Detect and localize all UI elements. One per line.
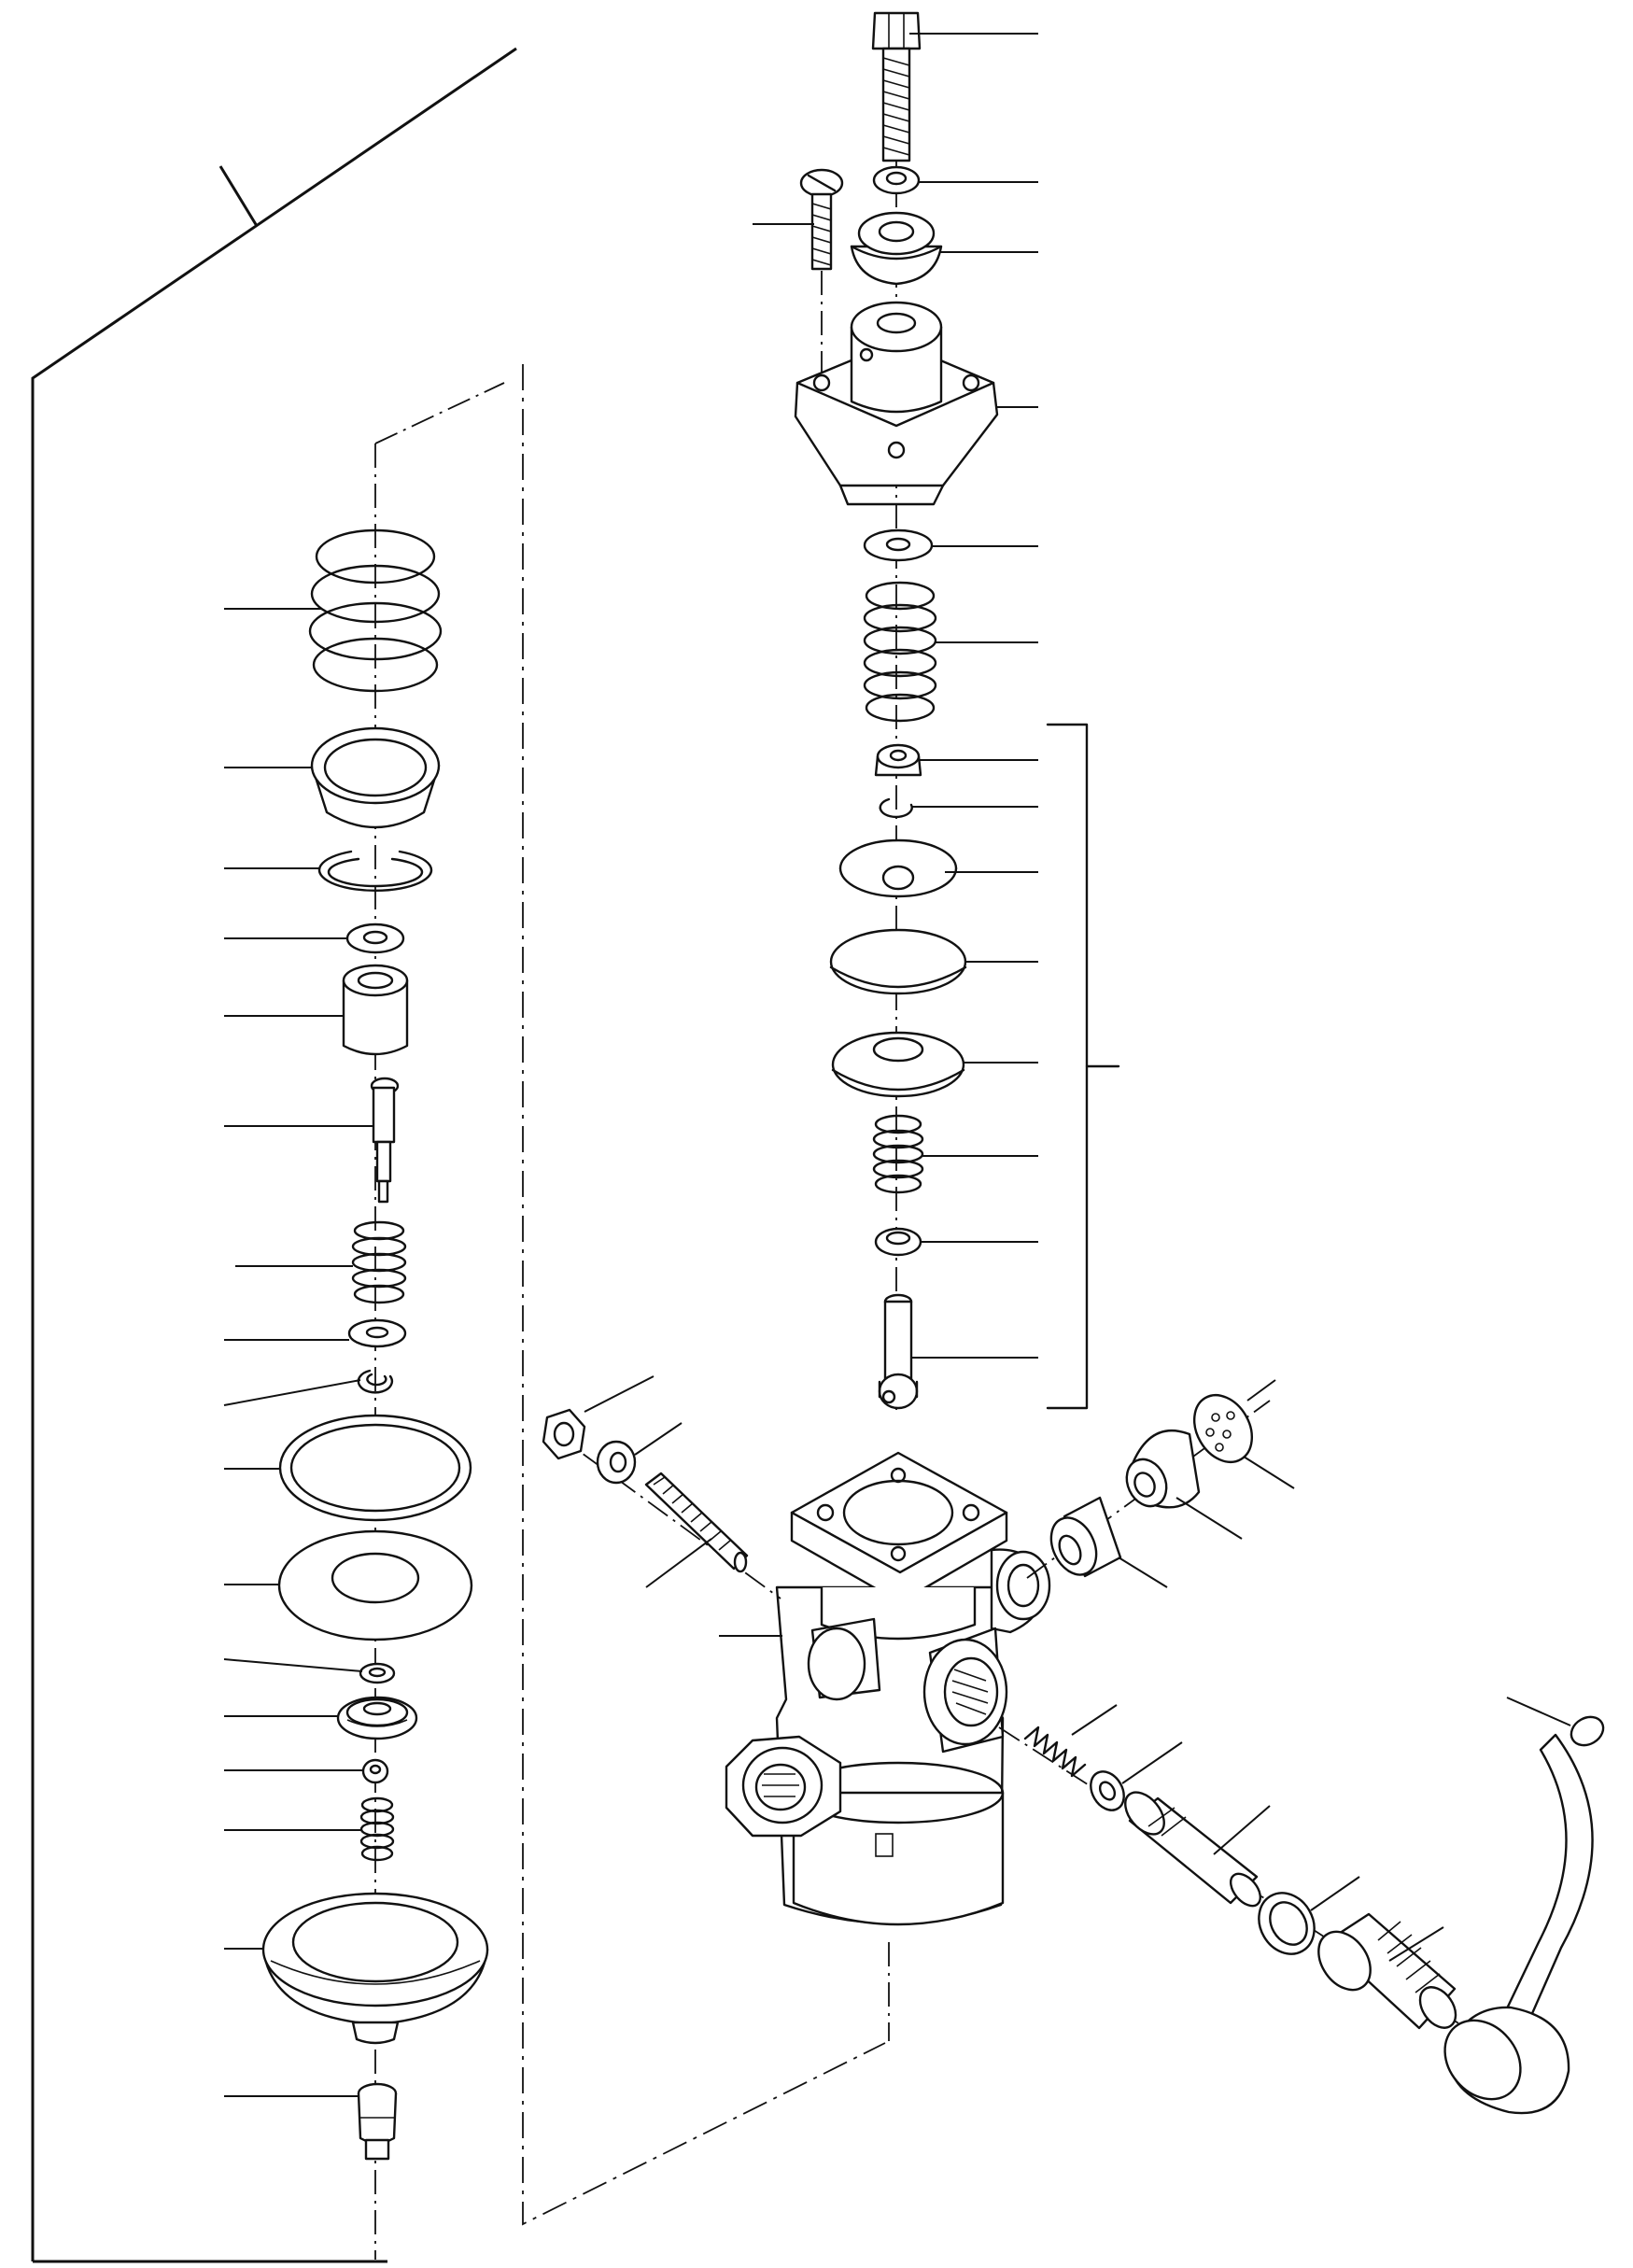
top-cover-stack [794, 11, 999, 1410]
hex-nut-left [542, 1408, 586, 1460]
large-o-ring [278, 1414, 472, 1522]
right-group-bracket [1046, 723, 1120, 1410]
lower-housing-cover [261, 1892, 489, 2045]
check-washer [1090, 1770, 1125, 1811]
threaded-plug [1317, 1912, 1457, 2030]
circlip-small [357, 1369, 394, 1394]
cover-circlip [879, 797, 913, 819]
left-fittings [542, 1375, 781, 1599]
cover-nut [874, 743, 922, 777]
left-group-bracket [31, 47, 517, 2263]
lock-washer [872, 165, 921, 195]
nut-small [361, 1758, 389, 1784]
large-coil-spring [308, 528, 443, 693]
strainer-disc [1192, 1394, 1254, 1463]
small-coil-spring-upper [351, 1220, 407, 1304]
thin-diaphragm [829, 928, 967, 995]
washer-upper [345, 923, 405, 954]
check-valve-piston [1124, 1791, 1262, 1908]
cover-small-spring [872, 1114, 924, 1194]
hex-bolt [871, 11, 922, 162]
cover-coil-spring [863, 581, 937, 723]
spring-cup [310, 726, 441, 829]
check-spring [1023, 1726, 1087, 1778]
domed-cap [850, 211, 943, 286]
body-port-right [990, 1548, 1051, 1634]
threaded-stud [644, 1472, 749, 1573]
left-leader-lines [223, 608, 373, 2097]
seal-ring [1258, 1892, 1316, 1955]
small-screw [799, 168, 844, 271]
valve-stem [878, 1293, 919, 1410]
cover-washer [863, 528, 934, 562]
o-ring-small [359, 1662, 396, 1684]
washer-middle [347, 1318, 407, 1348]
snap-ring [317, 850, 433, 892]
body-hex-port-left [725, 1735, 842, 1838]
body-boss-front [807, 1617, 881, 1701]
small-coil-spring-lower [359, 1796, 395, 1862]
body-port-front [922, 1627, 1008, 1754]
lower-diaphragm-disc [831, 1031, 965, 1098]
upper-right-fittings [1026, 1379, 1295, 1588]
top-leader-lines [753, 33, 1038, 1359]
upper-diaphragm-disc [838, 838, 958, 898]
left-subassembly-outline [522, 364, 886, 2226]
top-cover [794, 301, 999, 506]
priming-lever [1443, 1697, 1605, 2115]
valve-seat [336, 1696, 418, 1740]
plunger-pin [370, 1077, 400, 1204]
pump-body [719, 1451, 1051, 2041]
lower-right-fittings [998, 1704, 1467, 2030]
filter-cap [1125, 1430, 1201, 1509]
diaphragm-plate [277, 1529, 473, 1641]
bottom-nozzle [357, 2082, 398, 2161]
left-parts-column [261, 382, 505, 2260]
valve-sleeve [342, 964, 409, 1056]
union-fitting [1049, 1496, 1122, 1578]
spring-seat [874, 1227, 922, 1257]
washer-left [596, 1440, 637, 1485]
